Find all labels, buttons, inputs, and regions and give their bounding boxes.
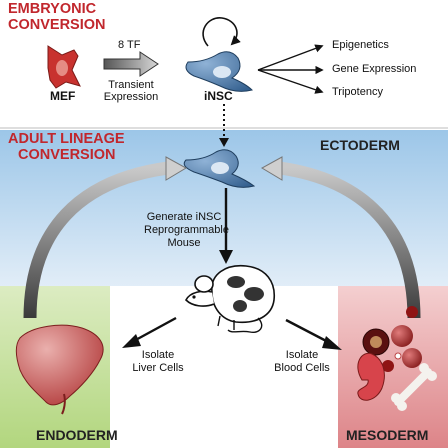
generate-line1: Generate iNSC <box>146 211 222 223</box>
isolate-liver-line1: Isolate <box>141 349 175 361</box>
isolate-liver-line2: Liver Cells <box>132 362 184 374</box>
self-renewal-arrow-icon <box>202 17 241 47</box>
outcome-gene-expression: Gene Expression <box>332 63 417 75</box>
ectoderm-label: ECTODERM <box>320 137 400 153</box>
isolate-liver-arrow-head <box>122 334 141 348</box>
tripotency-arrow-icon <box>257 69 324 94</box>
factor-label: 8 TF <box>118 39 141 51</box>
epigenetics-arrow-icon <box>257 44 324 71</box>
transient-expression-arrow <box>103 51 159 77</box>
generate-line2: Reprogrammable <box>144 224 229 236</box>
embryonic-title-line1: EMBRYONIC <box>8 1 97 17</box>
outcome-tripotency: Tripotency <box>332 86 383 98</box>
muscle-icon <box>357 352 385 401</box>
right-lineage-arc-arrow <box>279 161 421 319</box>
mef-nucleus-icon <box>56 60 68 76</box>
left-lineage-arc-head <box>165 156 188 181</box>
isolate-liver-arrow <box>131 316 177 344</box>
right-lineage-arc-head <box>260 156 283 181</box>
insc-nucleus-icon <box>213 66 231 78</box>
endoderm-label: ENDODERM <box>36 427 118 443</box>
left-lineage-arc-arrow <box>23 161 169 319</box>
mesoderm-label: MESODERM <box>346 427 429 443</box>
embryonic-title-line2: CONVERSION <box>8 17 106 33</box>
isolate-blood-arrow <box>285 318 333 346</box>
adult-title-line1: ADULT LINEAGE <box>8 131 125 147</box>
insc-label: iNSC <box>204 89 233 103</box>
dotted-connector-head <box>219 138 229 147</box>
generate-arrow-head <box>219 250 233 264</box>
bone-icon <box>391 363 437 411</box>
mouse-icon <box>185 265 275 333</box>
isolate-blood-line2: Blood Cells <box>274 362 330 374</box>
adult-title-line2: CONVERSION <box>18 147 116 163</box>
adult-insc-nucleus-icon <box>211 162 229 174</box>
blood-cells-icon <box>362 306 422 372</box>
liver-icon <box>15 324 104 406</box>
transient-line2: Expression <box>103 91 159 103</box>
outcome-epigenetics: Epigenetics <box>332 39 389 51</box>
mef-label: MEF <box>50 89 76 103</box>
transient-line1: Transient <box>108 79 154 91</box>
liver-duct-icon <box>61 393 66 415</box>
isolate-blood-arrow-head <box>322 336 342 350</box>
isolate-blood-line1: Isolate <box>285 349 319 361</box>
generate-line3: Mouse <box>167 237 201 249</box>
